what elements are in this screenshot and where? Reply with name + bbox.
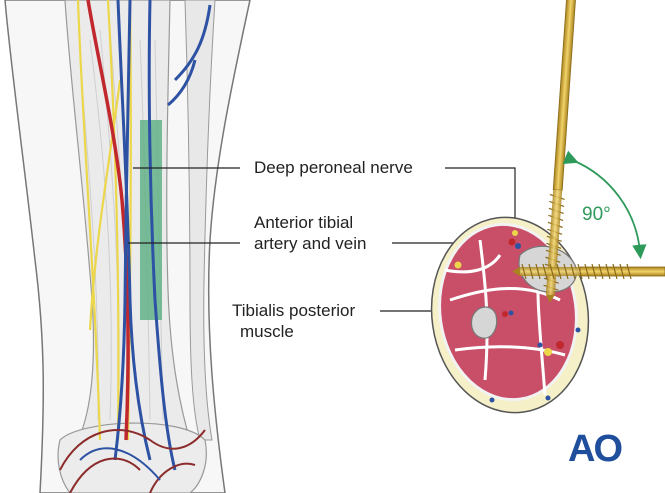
ankle-vessel-network (59, 429, 206, 493)
angle-label: 90° (582, 204, 611, 225)
section-nerve-c (544, 348, 552, 356)
label-tibialis-posterior-line1: Tibialis posterior (232, 301, 356, 320)
label-deep-peroneal-nerve: Deep peroneal nerve (254, 158, 413, 177)
section-vein-e (545, 395, 551, 401)
anterior-tibial-artery (86, 0, 130, 441)
cross-section-fibula (470, 306, 498, 339)
screw-thread-horizontal (521, 263, 632, 280)
leader-deep-peroneal-nerve (133, 167, 516, 225)
angle-arrow-icon (562, 150, 647, 260)
section-vein-d (489, 397, 495, 403)
section-nerve-a (512, 230, 518, 236)
screws (512, 0, 665, 303)
label-anterior-tibial-line1: Anterior tibial (254, 213, 354, 232)
section-artery-c (556, 341, 564, 349)
mediolateral-screw (512, 263, 665, 280)
label-tibialis-posterior-line2: muscle (240, 322, 294, 341)
section-nerve-b (454, 261, 462, 269)
leg-cross-section (430, 216, 590, 414)
section-vein-c (537, 342, 543, 348)
veins (113, 0, 212, 471)
ao-logo-icon: AO (568, 428, 623, 470)
section-posterior-artery (502, 311, 508, 317)
fibula-bone (184, 0, 216, 441)
leg-illustration (4, 0, 251, 493)
section-anterior-vein (515, 243, 521, 249)
section-anterior-artery (508, 238, 516, 246)
ankle-bones (57, 422, 207, 493)
section-posterior-vein (508, 310, 514, 316)
section-vein-f (575, 327, 581, 333)
label-anterior-tibial-line2: artery and vein (254, 234, 367, 253)
